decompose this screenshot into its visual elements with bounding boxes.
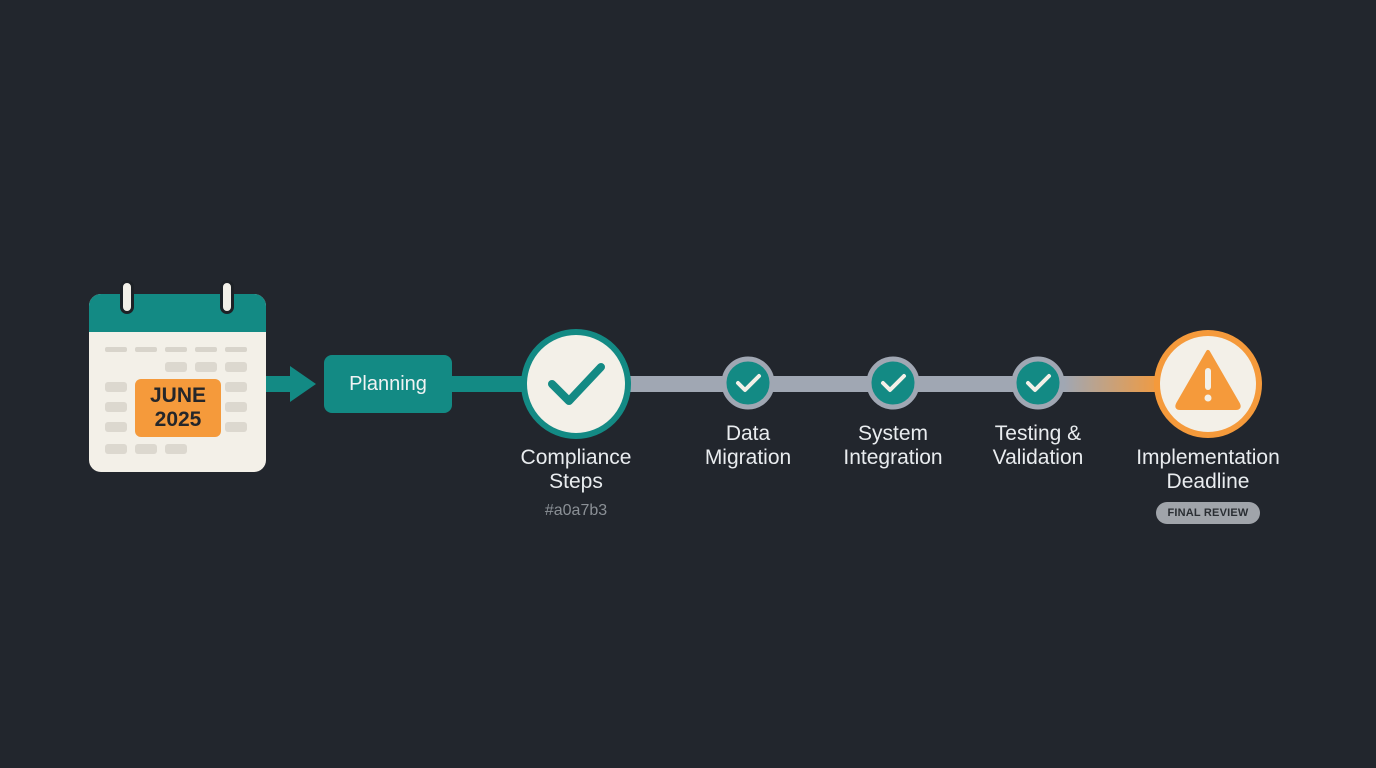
calendar-cell: [225, 362, 247, 372]
calendar-ring: [220, 280, 234, 314]
planning-connector: [450, 376, 530, 392]
warning-icon: [1175, 350, 1241, 410]
calendar-cell: [225, 422, 247, 432]
data-migration-node: [721, 356, 775, 410]
label-line: System: [857, 422, 928, 445]
system-integration-node: [866, 356, 920, 410]
calendar-cell: [165, 444, 187, 454]
milestone-label-data-migration: Data Migration: [688, 422, 808, 470]
milestone-label-system-integration: System Integration: [823, 422, 963, 470]
label-line: Integration: [843, 446, 943, 469]
checkmark-icon: [736, 374, 761, 392]
final-review-text: FINAL REVIEW: [1167, 507, 1249, 519]
calendar-year: 2025: [154, 408, 202, 431]
calendar-arrow-shaft: [266, 376, 294, 392]
calendar-cell: [105, 422, 127, 432]
planning-phase: Planning: [324, 355, 452, 413]
label-line: Migration: [704, 446, 792, 469]
calendar-cell: [105, 402, 127, 412]
calendar-dash: [105, 347, 127, 352]
label-line: Testing &: [994, 422, 1082, 445]
compliance-sublabel: #a0a7b3: [544, 502, 608, 519]
planning-label: Planning: [349, 372, 427, 395]
compliance-node: [521, 329, 631, 439]
label-line: Deadline: [1166, 470, 1250, 493]
calendar-cell: [165, 362, 187, 372]
calendar-dash: [225, 347, 247, 352]
calendar-date-badge: JUNE 2025: [135, 379, 221, 437]
calendar-dash: [195, 347, 217, 352]
testing-validation-node: [1011, 356, 1065, 410]
implementation-deadline-node: [1154, 330, 1262, 438]
calendar-ring: [120, 280, 134, 314]
label-line: Validation: [992, 446, 1084, 469]
calendar-cell: [225, 402, 247, 412]
calendar-arrow-head: [290, 366, 316, 402]
milestone-label-testing-validation: Testing & Validation: [973, 422, 1103, 470]
calendar-cell: [105, 444, 127, 454]
calendar-cell: [135, 444, 157, 454]
milestone-label-compliance: Compliance Steps: [496, 446, 656, 494]
label-line: Steps: [549, 470, 603, 493]
label-line: Compliance: [520, 446, 632, 469]
calendar-icon: JUNE 2025: [89, 294, 266, 472]
calendar-header: [89, 294, 266, 332]
calendar-cell: [105, 382, 127, 392]
milestone-label-implementation-deadline: Implementation Deadline: [1118, 446, 1298, 494]
calendar-cell: [225, 382, 247, 392]
checkmark-icon: [548, 363, 605, 405]
calendar-dash: [165, 347, 187, 352]
calendar-cell: [195, 362, 217, 372]
label-line: Implementation: [1136, 446, 1280, 469]
deadline-connector: [1064, 376, 1164, 392]
final-review-badge: FINAL REVIEW: [1156, 502, 1260, 524]
checkmark-icon: [1026, 374, 1051, 392]
checkmark-icon: [881, 374, 906, 392]
label-line: Data: [725, 422, 771, 445]
calendar-month: JUNE: [149, 384, 207, 407]
calendar-dash: [135, 347, 157, 352]
